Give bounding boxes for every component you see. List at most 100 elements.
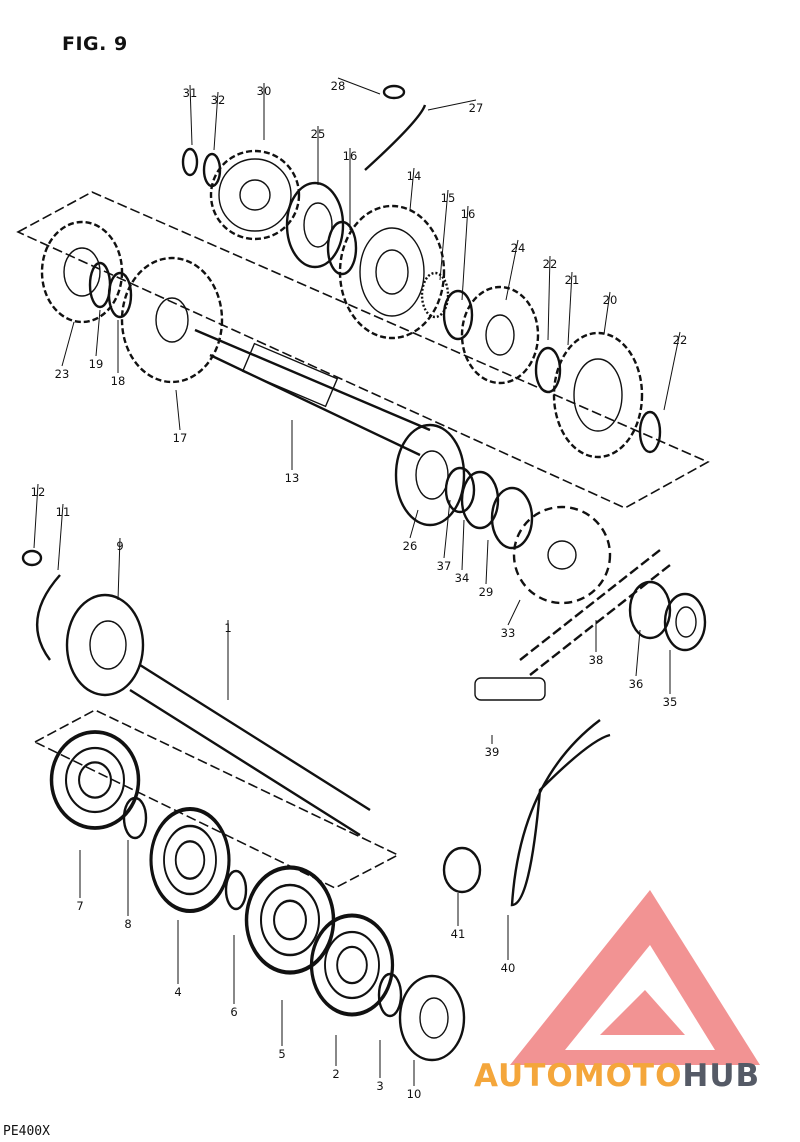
callout-leader-21 <box>567 271 573 346</box>
callout-label-1: 1 <box>224 621 231 635</box>
callout-label-29: 29 <box>479 585 494 599</box>
callout-leader-31 <box>189 84 193 146</box>
callout-leader-37 <box>443 499 451 559</box>
callout-label-11: 11 <box>56 505 71 519</box>
callout-label-2: 2 <box>332 1067 339 1081</box>
callout-label-3: 3 <box>376 1079 383 1093</box>
callout-label-15: 15 <box>441 191 456 205</box>
gear-20 <box>552 331 644 459</box>
callout-leader-34 <box>461 519 465 571</box>
sprocket-33 <box>512 505 612 605</box>
callout-label-26: 26 <box>403 539 418 553</box>
callout-label-18: 18 <box>111 374 126 388</box>
spacer-37 <box>444 466 476 514</box>
callout-label-33: 33 <box>501 626 516 640</box>
callout-label-32: 32 <box>211 93 226 107</box>
watermark-auto: AUTO <box>474 1058 574 1094</box>
gear-24 <box>460 285 540 385</box>
callout-label-40: 40 <box>501 961 516 975</box>
callout-label-41: 41 <box>451 927 466 941</box>
gear-23 <box>40 220 124 324</box>
needle-bearing-15 <box>420 271 450 319</box>
callout-label-6: 6 <box>230 1005 237 1019</box>
collar-41 <box>442 846 482 894</box>
circlip-6 <box>224 869 248 911</box>
callout-label-7: 7 <box>76 899 83 913</box>
callout-label-9: 9 <box>116 539 123 553</box>
callout-label-16: 16 <box>343 149 358 163</box>
o-ring-29 <box>490 486 534 550</box>
callout-leader-26 <box>409 509 419 539</box>
callout-leader-28 <box>337 77 381 95</box>
callout-leader-12 <box>33 483 39 549</box>
callout-label-8: 8 <box>124 917 131 931</box>
callout-leader-22 <box>547 255 551 341</box>
oil-seal-34 <box>460 470 500 530</box>
washer-16-a <box>326 220 358 276</box>
callout-label-24: 24 <box>511 241 526 255</box>
bearing-26 <box>394 423 466 527</box>
circlip-22-b <box>638 410 662 454</box>
nut-35 <box>663 592 707 652</box>
drive-shaft-group-outline <box>33 709 400 889</box>
drive-shaft-1 <box>129 663 371 837</box>
automotohub-logo <box>510 890 760 1065</box>
watermark-hub: HUB <box>682 1058 761 1094</box>
washer-36 <box>628 580 672 640</box>
model-code: PE400X <box>3 1124 50 1139</box>
callout-label-22: 22 <box>543 257 558 271</box>
callout-label-20: 20 <box>603 293 618 307</box>
washer-18 <box>107 271 133 319</box>
callout-leader-9 <box>117 537 121 601</box>
callout-label-14: 14 <box>407 169 422 183</box>
stopper-27 <box>364 104 427 171</box>
callout-label-12: 12 <box>31 485 46 499</box>
callout-label-25: 25 <box>311 127 326 141</box>
bearing-9 <box>65 593 145 697</box>
joint-39 <box>474 677 546 701</box>
washer-32 <box>202 152 222 188</box>
callout-leader-23 <box>61 321 75 367</box>
callout-leader-32 <box>213 91 219 151</box>
gear-14 <box>338 204 446 340</box>
callout-leader-20 <box>603 291 611 335</box>
callout-label-10: 10 <box>407 1087 422 1101</box>
callout-label-22: 22 <box>673 333 688 347</box>
callout-leader-36 <box>635 629 641 677</box>
callout-leader-22 <box>663 331 681 411</box>
callout-label-4: 4 <box>174 985 181 999</box>
callout-label-23: 23 <box>55 367 70 381</box>
callout-label-21: 21 <box>565 273 580 287</box>
callout-leader-33 <box>507 599 521 626</box>
callout-label-37: 37 <box>437 559 452 573</box>
callout-label-31: 31 <box>183 86 198 100</box>
callout-leader-11 <box>57 503 64 571</box>
callout-label-28: 28 <box>331 79 346 93</box>
callout-leader-19 <box>95 309 101 357</box>
callout-label-16: 16 <box>461 207 476 221</box>
callout-labels: 1234567891011121314151616171819202122222… <box>31 77 688 1101</box>
circlip-3 <box>377 972 403 1018</box>
counter-shaft-group-outline <box>16 191 710 509</box>
circlip-8 <box>122 796 148 840</box>
bearing-25 <box>285 181 345 269</box>
screw-12 <box>21 549 43 567</box>
counter-shaft-13 <box>194 328 431 457</box>
gear-4 <box>151 809 229 911</box>
watermark-text: AUTOMOTOHUB <box>474 1058 760 1094</box>
callout-leader-17 <box>175 389 181 431</box>
callout-leader-14 <box>409 167 415 211</box>
callout-leader-27 <box>427 99 477 111</box>
callout-leader-24 <box>505 239 519 301</box>
callout-label-27: 27 <box>469 101 484 115</box>
callout-label-34: 34 <box>455 571 470 585</box>
callout-leader-16 <box>461 205 469 301</box>
callout-label-38: 38 <box>589 653 604 667</box>
washer-16-b <box>442 289 474 341</box>
callout-label-13: 13 <box>285 471 300 485</box>
gear-17 <box>120 256 224 384</box>
callout-leader-15 <box>439 189 449 281</box>
callout-label-5: 5 <box>278 1047 285 1061</box>
chain-guide-40 <box>510 719 611 907</box>
